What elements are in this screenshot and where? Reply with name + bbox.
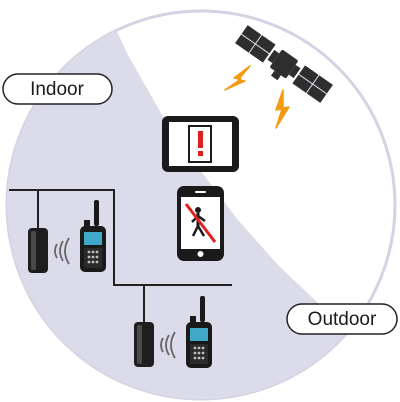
signal-waves-icon [160, 331, 176, 359]
indoor-label: Indoor [2, 73, 113, 105]
signal-waves-icon [54, 237, 70, 265]
two-way-radio-icon [80, 200, 106, 272]
building-wall-line [9, 189, 232, 286]
outdoor-label: Outdoor [286, 303, 398, 335]
lightning-bolt-icon [224, 65, 251, 91]
tablet-alert-icon [162, 116, 239, 172]
satellite-icon [235, 25, 333, 103]
repeater-antenna-icon [28, 228, 48, 273]
repeater-antenna-icon [134, 322, 154, 367]
two-way-radio-icon [186, 296, 212, 368]
smartphone-man-down-icon [177, 186, 224, 261]
lightning-bolt-icon [275, 89, 290, 129]
indoor-label-text: Indoor [30, 79, 85, 100]
outdoor-label-text: Outdoor [308, 309, 377, 330]
